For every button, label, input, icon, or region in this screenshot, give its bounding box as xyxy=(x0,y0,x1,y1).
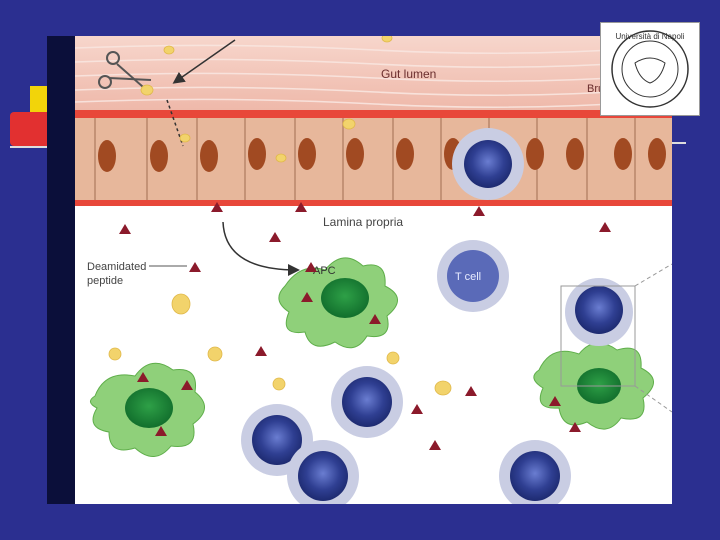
deamidated-label-line1: Deamidated xyxy=(87,261,146,273)
intraepithelial-t-cell xyxy=(452,128,524,200)
apc-cell-left xyxy=(90,363,204,456)
university-seal-logo: Università di Napoli xyxy=(600,22,700,116)
t-cell-middle xyxy=(331,366,403,438)
figure-illustration: Gut lumen Brush borde xyxy=(75,36,672,504)
epithelial-layer xyxy=(75,118,672,202)
highlight-pointer-top xyxy=(635,264,672,286)
apc-cell-center xyxy=(279,258,398,348)
gut-lumen-label: Gut lumen xyxy=(381,67,436,81)
brush-border-line xyxy=(75,110,672,118)
deamidated-label-line2: peptide xyxy=(87,275,123,287)
celiac-pathway-figure: Gut lumen Brush borde xyxy=(75,36,672,504)
seal-text: Università di Napoli xyxy=(616,32,685,41)
t-cell-label: T cell xyxy=(455,271,481,283)
arrow-to-apc xyxy=(223,222,297,270)
lamina-propria-label: Lamina propria xyxy=(323,215,403,229)
t-cell-bottom-right xyxy=(499,440,571,504)
t-cell-right-top xyxy=(565,278,633,346)
basement-membrane xyxy=(75,200,672,206)
dark-side-strip xyxy=(47,36,75,504)
apc-label: APC xyxy=(313,265,336,277)
seal-icon: Università di Napoli xyxy=(601,23,699,115)
